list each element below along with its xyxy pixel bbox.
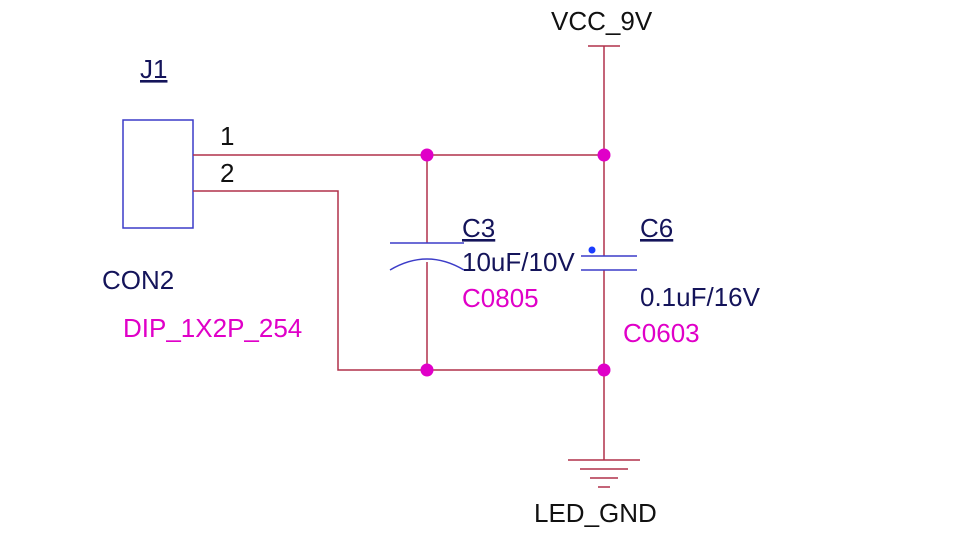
capacitor-c6-symbol	[581, 255, 637, 271]
capacitor-c6-value: 0.1uF/16V	[640, 282, 761, 312]
vcc-net-label: VCC_9V	[551, 6, 653, 36]
connector-ref: J1	[140, 54, 167, 84]
capacitor-c6-pin1-marker	[588, 246, 596, 254]
connector-body	[122, 119, 194, 229]
capacitor-c3-value: 10uF/10V	[462, 247, 575, 277]
connector-pin-2-label: 2	[220, 158, 234, 188]
connector-footprint: DIP_1X2P_254	[123, 313, 302, 343]
capacitor-c3-symbol	[389, 242, 465, 271]
connector-value: CON2	[102, 265, 174, 295]
wire-pin2-gnd	[193, 190, 604, 371]
capacitor-c6-ref: C6	[640, 213, 673, 243]
gnd-net-label: LED_GND	[534, 498, 657, 528]
capacitor-c6-footprint: C0603	[623, 318, 700, 348]
junctions	[420, 148, 611, 377]
connector-pin-1-label: 1	[220, 121, 234, 151]
capacitor-c3-ref: C3	[462, 213, 495, 243]
capacitor-c3-footprint: C0805	[462, 283, 539, 313]
junction-dot	[420, 363, 434, 377]
junction-dot	[597, 363, 611, 377]
vcc-power-symbol	[588, 45, 620, 155]
net-wires	[193, 154, 605, 460]
ground-symbol	[568, 459, 640, 488]
junction-dot	[420, 148, 434, 162]
junction-dot	[597, 148, 611, 162]
